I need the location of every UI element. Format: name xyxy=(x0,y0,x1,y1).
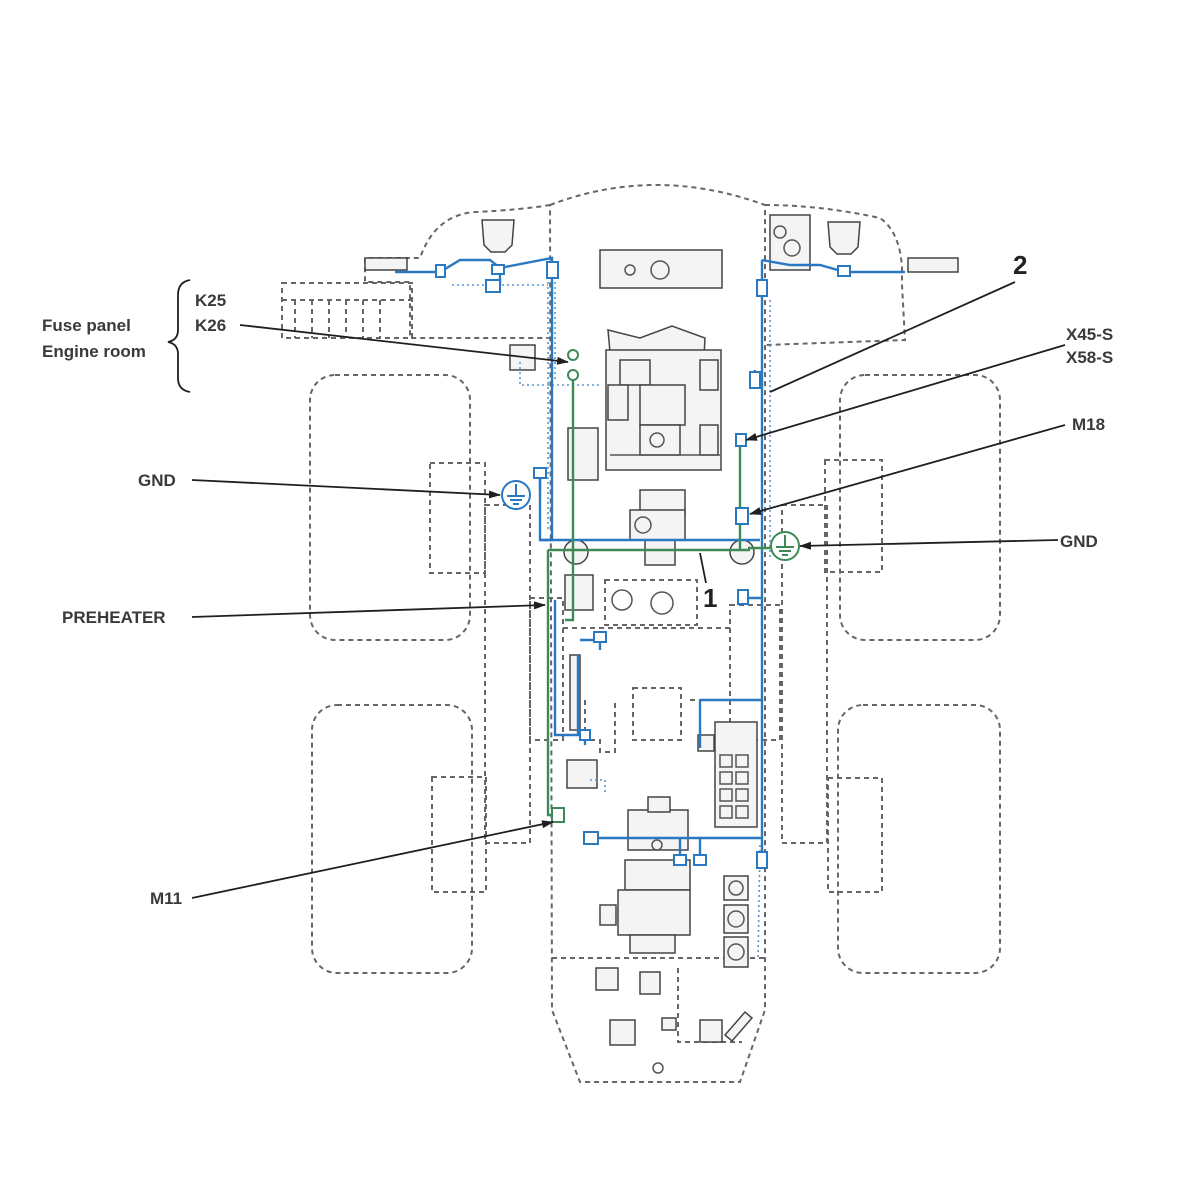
leader-x45-x58 xyxy=(745,344,1066,441)
fuse-panel-fuses xyxy=(282,299,412,338)
callout-2: 2 xyxy=(1013,250,1027,280)
harness-front-right xyxy=(761,258,905,274)
label-preheater: PREHEATER xyxy=(62,608,166,627)
fuel-filter xyxy=(564,574,594,611)
left-bottle xyxy=(563,539,589,565)
rear-hitch-outline xyxy=(552,957,765,1043)
harness-relay-board xyxy=(698,698,762,748)
connector-x45-x58 xyxy=(735,433,747,447)
leader-k26 xyxy=(239,324,569,365)
wheel-front-left xyxy=(309,374,471,641)
hub-front-right xyxy=(824,459,883,573)
wheel-rear-left xyxy=(311,704,473,974)
connector-rear-valve-1 xyxy=(673,854,687,866)
wheel-front-right xyxy=(839,374,1001,641)
connector-right-lower xyxy=(737,589,749,605)
harness-front-left xyxy=(395,256,554,285)
label-k26: K26 xyxy=(195,316,226,335)
pto-housing xyxy=(604,579,698,626)
hood-left-outline xyxy=(364,204,551,339)
axle-right xyxy=(781,504,828,844)
rear-left-box xyxy=(566,759,598,789)
label-gnd-left: GND xyxy=(138,471,176,490)
tractor-outline xyxy=(281,184,1001,1083)
gnd-right-symbol xyxy=(770,531,800,561)
connector-rear-left xyxy=(583,831,599,845)
connector-left-main xyxy=(546,261,559,279)
leader-gnd-left xyxy=(191,479,501,499)
connector-gnd-left-plug xyxy=(533,467,547,479)
k25-relay-terminal xyxy=(567,349,579,361)
connector-left-lower xyxy=(579,729,591,741)
gnd-left-symbol xyxy=(501,480,531,510)
left-connector-strip xyxy=(569,654,581,731)
label-m11: M11 xyxy=(150,889,182,908)
connector-front-left-1 xyxy=(435,264,446,278)
front-top-panel xyxy=(599,249,723,289)
leader-lines xyxy=(167,279,1066,899)
leader-preheater xyxy=(191,601,546,618)
leader-callout-2 xyxy=(769,281,1016,393)
rear-valves xyxy=(723,875,749,968)
label-gnd-right: GND xyxy=(1060,532,1098,551)
leader-m18 xyxy=(749,424,1066,515)
connector-front-left-2 xyxy=(491,264,505,275)
label-m18: M18 xyxy=(1072,415,1105,434)
gearbox-left-block xyxy=(529,597,564,741)
hub-rear-right xyxy=(827,777,883,893)
label-engine-room: Engine room xyxy=(42,342,146,361)
labels: Fuse panel Engine room K25 K26 GND PREHE… xyxy=(42,250,1113,908)
callout-1: 1 xyxy=(703,583,717,613)
hitch-components xyxy=(595,967,754,1074)
connector-m11 xyxy=(551,807,565,823)
connector-right-rear xyxy=(756,851,768,869)
label-k25: K25 xyxy=(195,291,226,310)
gearbox-center-block xyxy=(632,687,682,741)
leader-fuse-bracket xyxy=(167,279,191,393)
front-relay-box xyxy=(769,214,811,271)
connector-front-right xyxy=(837,265,851,277)
harness-green-engine xyxy=(565,380,575,622)
wheel-rear-right xyxy=(837,704,1001,974)
rear-relay-board xyxy=(697,721,758,828)
starter-motor xyxy=(629,489,686,566)
connector-right-upper xyxy=(749,371,761,389)
components xyxy=(364,214,959,1074)
connector-right-main-top xyxy=(756,279,768,297)
leader-callout-1 xyxy=(699,552,707,584)
horn-left xyxy=(481,219,515,253)
hub-rear-left xyxy=(431,776,487,893)
hydraulic-assembly xyxy=(599,796,691,954)
gearbox-right-block xyxy=(729,604,781,741)
connector-rear-valve-2 xyxy=(693,854,707,866)
fuse-panel-outline xyxy=(281,282,413,339)
label-x45s: X45-S xyxy=(1066,325,1113,344)
right-bottle xyxy=(729,539,755,565)
label-fuse-panel: Fuse panel xyxy=(42,316,131,335)
connector-front-left-3 xyxy=(485,279,501,293)
k26-relay-terminal xyxy=(567,369,579,381)
leader-gnd-right xyxy=(799,539,1059,550)
hub-front-left xyxy=(429,462,486,574)
front-lamp-left xyxy=(364,257,408,271)
front-lamp-right xyxy=(907,257,959,273)
horn-right xyxy=(827,221,861,255)
leader-m11 xyxy=(191,820,554,899)
harness-connectors xyxy=(435,261,851,869)
connector-m18 xyxy=(735,507,749,525)
label-x58s: X58-S xyxy=(1066,348,1113,367)
harness-blue xyxy=(395,256,905,860)
axle-left xyxy=(484,504,531,844)
chassis-outline xyxy=(548,184,766,1083)
connector-preheater xyxy=(593,631,607,643)
engine-block xyxy=(605,325,722,471)
